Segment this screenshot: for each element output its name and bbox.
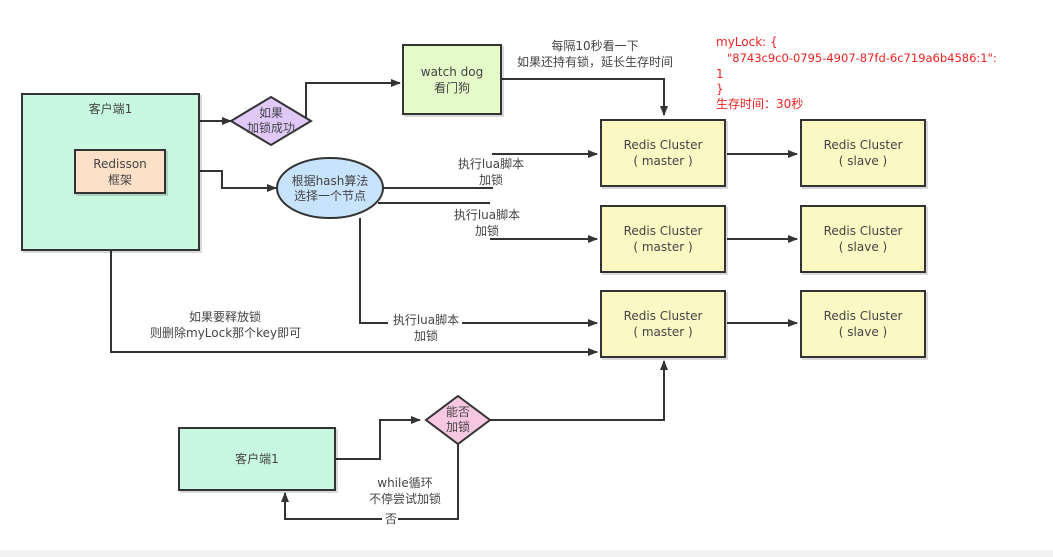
redis-slave-3-label: Redis Cluster — [823, 309, 903, 323]
lua-label-master2-line2: 加锁 — [474, 224, 499, 238]
redis-master-3-label: Redis Cluster — [623, 309, 703, 323]
decision-lock-success-line2: 加锁成功 — [246, 121, 295, 135]
no-label: 否 — [384, 512, 397, 526]
decision-lock-success-shape — [229, 95, 313, 147]
lua-label-master1-line2: 加锁 — [478, 173, 503, 187]
lock-info-line5: 生存时间：30秒 — [716, 97, 804, 111]
redis-slave-3-role: ( slave ) — [838, 325, 888, 339]
loop-note-line2: 不停尝试加锁 — [368, 492, 441, 506]
redis-slave-2[interactable]: Redis Cluster ( slave ) — [800, 205, 926, 273]
redis-slave-2-role: ( slave ) — [838, 240, 888, 254]
redisson-label-1: Redisson — [93, 156, 147, 171]
connector-client2-to-canlock — [336, 416, 421, 460]
watchdog-note: 每隔10秒看一下 如果还持有锁，延长生存时间 — [510, 38, 680, 70]
release-note: 如果要释放锁 则删除myLock那个key即可 — [150, 309, 302, 341]
redis-master-3-role: ( master ) — [633, 325, 693, 339]
decision-lock-success[interactable]: 如果 加锁成功 — [236, 106, 306, 136]
lock-info-line2: "8743c9c0-0795-4907-87fd-6c719a6b4586:1"… — [716, 51, 997, 65]
watchdog-label-1: watch dog — [420, 64, 484, 79]
bottom-bar — [0, 550, 1053, 557]
redis-slave-1-role: ( slave ) — [838, 154, 888, 168]
hash-select-node[interactable]: 根据hash算法 选择一个节点 — [280, 174, 380, 204]
redis-master-3[interactable]: Redis Cluster ( master ) — [600, 290, 726, 358]
watchdog-note-line1: 每隔10秒看一下 — [551, 39, 639, 53]
redisson-label-2: 框架 — [107, 172, 132, 187]
lua-label-master3-line2: 加锁 — [413, 329, 438, 343]
redis-slave-3[interactable]: Redis Cluster ( slave ) — [800, 290, 926, 358]
watchdog-label-2: 看门狗 — [433, 80, 470, 95]
redisson-node[interactable]: Redisson 框架 — [74, 149, 166, 194]
connector-canlock-to-master3 — [490, 360, 668, 421]
decision-can-lock-line2: 加锁 — [445, 420, 470, 434]
decision-lock-success-line1: 如果 — [258, 106, 283, 120]
redis-master-1-label: Redis Cluster — [623, 138, 703, 152]
loop-note: while循环 不停尝试加锁 — [360, 475, 450, 507]
redis-master-1-role: ( master ) — [633, 154, 693, 168]
lua-label-master3: 执行lua脚本 加锁 — [381, 312, 471, 344]
lua-label-master2: 执行lua脚本 加锁 — [442, 207, 532, 239]
connector-canlock-no-loop — [285, 443, 459, 520]
hash-select-line2: 选择一个节点 — [293, 189, 366, 203]
client-bottom-title: 客户端1 — [235, 452, 279, 466]
redis-slave-2-label: Redis Cluster — [823, 224, 903, 238]
decision-can-lock-shape — [424, 394, 492, 446]
lua-label-master3-line1: 执行lua脚本 — [392, 313, 460, 327]
redis-master-1[interactable]: Redis Cluster ( master ) — [600, 119, 726, 187]
lock-info-line1: myLock: { — [716, 35, 778, 49]
decision-can-lock[interactable]: 能否 加锁 — [428, 405, 488, 435]
watchdog-node[interactable]: watch dog 看门狗 — [402, 44, 502, 115]
release-note-line1: 如果要释放锁 — [188, 310, 261, 324]
lua-label-master1-line1: 执行lua脚本 — [457, 157, 525, 171]
lock-info-line4: } — [716, 82, 724, 96]
connector-watchdog-to-master1 — [502, 78, 668, 116]
redis-slave-1-label: Redis Cluster — [823, 138, 903, 152]
loop-note-line1: while循环 — [377, 476, 433, 490]
redis-slave-1[interactable]: Redis Cluster ( slave ) — [800, 119, 926, 187]
redis-master-2-label: Redis Cluster — [623, 224, 703, 238]
lua-label-master2-line1: 执行lua脚本 — [453, 208, 521, 222]
decision-can-lock-line1: 能否 — [445, 405, 470, 419]
client-node-bottom[interactable]: 客户端1 — [178, 427, 336, 491]
lua-label-master1: 执行lua脚本 加锁 — [446, 156, 536, 188]
connector-client-release-to-master3 — [110, 251, 598, 356]
release-note-line2: 则删除myLock那个key即可 — [150, 326, 302, 340]
connector-decision-to-watchdog — [305, 79, 401, 121]
hash-select-shape — [276, 157, 384, 219]
redis-master-2[interactable]: Redis Cluster ( master ) — [600, 205, 726, 273]
connector-hash-to-master3 — [359, 218, 597, 323]
lock-info-line3: 1 — [716, 67, 724, 81]
watchdog-note-line2: 如果还持有锁，延长生存时间 — [516, 55, 673, 69]
redis-master-2-role: ( master ) — [633, 240, 693, 254]
client-title: 客户端1 — [88, 102, 133, 116]
hash-select-line1: 根据hash算法 — [291, 174, 369, 188]
